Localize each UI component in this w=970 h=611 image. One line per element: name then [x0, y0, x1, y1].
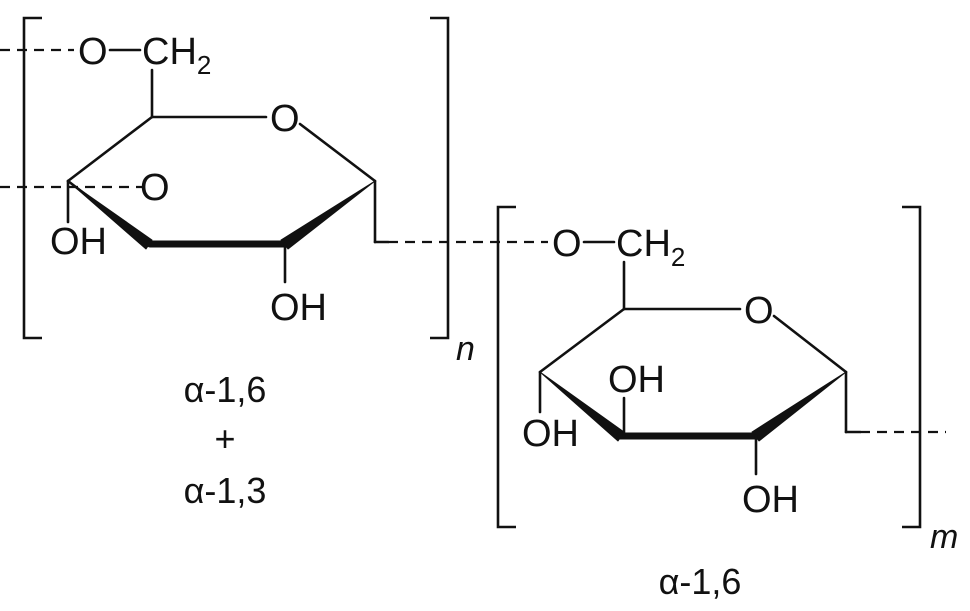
right-oh-2: OH	[608, 359, 665, 401]
left-linkage-caption-line3: α-1,3	[184, 470, 267, 511]
right-c6-oxygen: O	[552, 223, 582, 265]
right-ring-c2-c1-wedge	[751, 371, 847, 442]
left-c3-oxygen: O	[140, 167, 170, 209]
left-oh-2: OH	[270, 287, 327, 329]
right-unit-close-bracket	[902, 205, 922, 529]
right-oh-3: OH	[742, 479, 799, 521]
right-ring-oxygen: O	[744, 290, 774, 332]
left-ring-oxygen: O	[270, 98, 300, 140]
right-oh-1: OH	[522, 413, 579, 455]
right-repeat-index: m	[930, 518, 958, 556]
right-repeat-unit: m O CH2 O OH OH OH α-1,6	[496, 205, 958, 602]
left-unit-close-bracket	[430, 16, 450, 340]
right-ring-o-c1-bond	[772, 314, 848, 374]
left-oh-1: OH	[50, 221, 107, 263]
left-repeat-index: n	[456, 330, 475, 368]
left-c6-oxygen: O	[78, 31, 108, 73]
left-c6-carbon: CH2	[142, 31, 211, 80]
left-ring-c5-c4-bond	[66, 115, 154, 183]
left-ring-o-c1-bond	[298, 122, 377, 183]
left-linkage-caption-line1: α-1,6	[184, 369, 267, 410]
right-unit-open-bracket	[496, 205, 516, 529]
left-unit-open-bracket	[22, 16, 42, 340]
left-repeat-unit: n O CH2 O O OH OH α-1,6 + α-1,3	[0, 16, 475, 511]
left-ring-c2-c1-wedge	[280, 180, 376, 250]
right-c6-carbon: CH2	[616, 223, 685, 272]
right-ring-c5-c4-bond	[538, 307, 626, 374]
right-linkage-caption: α-1,6	[659, 561, 742, 602]
left-linkage-caption-plus: +	[214, 418, 235, 459]
